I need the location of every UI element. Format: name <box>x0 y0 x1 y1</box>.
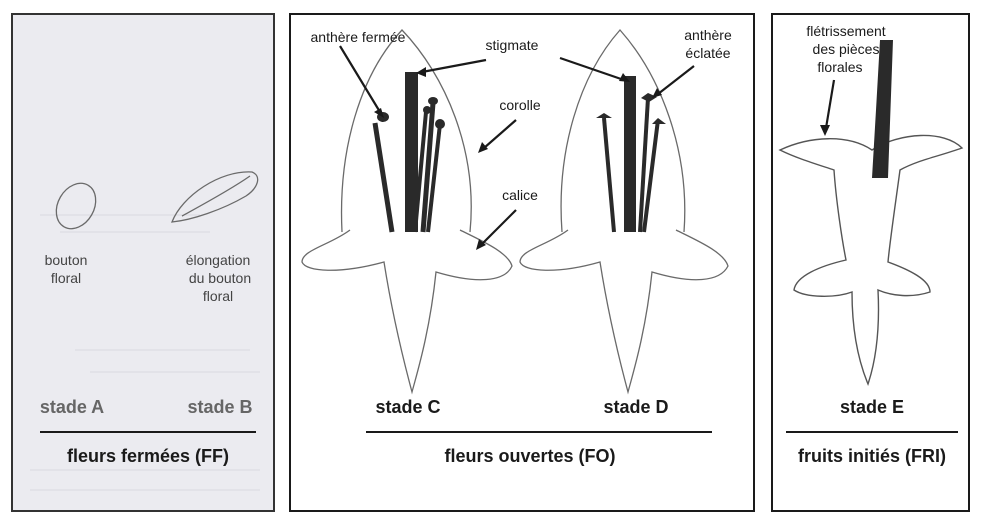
group-label-ff: fleurs fermées (FF) <box>67 446 229 466</box>
anther-c-3 <box>423 106 431 114</box>
pistil-d <box>624 76 636 232</box>
stage-c-label: stade C <box>375 397 440 417</box>
label-calice: calice <box>502 187 538 203</box>
label-fletrissement-line2: des pièces <box>813 41 880 57</box>
panel-initiated-fruits: flétrissement des pièces florales stade … <box>772 14 969 511</box>
panel-closed-flowers: bouton floral élongation du bouton flora… <box>12 14 274 511</box>
stage-a-label: stade A <box>40 397 104 417</box>
label-anthere-eclatee-line1: anthère <box>684 27 732 43</box>
label-stigmate: stigmate <box>486 37 539 53</box>
stage-b-label: stade B <box>187 397 252 417</box>
label-elongation-line2: du bouton <box>189 270 251 286</box>
stage-d-label: stade D <box>603 397 668 417</box>
label-elongation-line1: élongation <box>186 252 251 268</box>
label-elongation-line3: floral <box>203 288 233 304</box>
label-fletrissement-line3: florales <box>817 59 862 75</box>
panel-fruits-frame <box>772 14 969 511</box>
label-bouton-line1: bouton <box>45 252 88 268</box>
stage-e-label: stade E <box>840 397 904 417</box>
anther-c-2 <box>428 97 438 105</box>
panel-open-flowers: anthère fermée stigmate corolle calice a… <box>290 14 754 511</box>
label-anthere-fermee: anthère fermée <box>311 29 406 45</box>
anther-c-4 <box>435 119 445 129</box>
label-fletrissement-line1: flétrissement <box>806 23 885 39</box>
label-anthere-eclatee-line2: éclatée <box>685 45 730 61</box>
panel-open-frame <box>290 14 754 511</box>
group-label-fri: fruits initiés (FRI) <box>798 446 946 466</box>
group-label-fo: fleurs ouvertes (FO) <box>444 446 615 466</box>
label-corolle: corolle <box>499 97 540 113</box>
label-bouton-line2: floral <box>51 270 81 286</box>
